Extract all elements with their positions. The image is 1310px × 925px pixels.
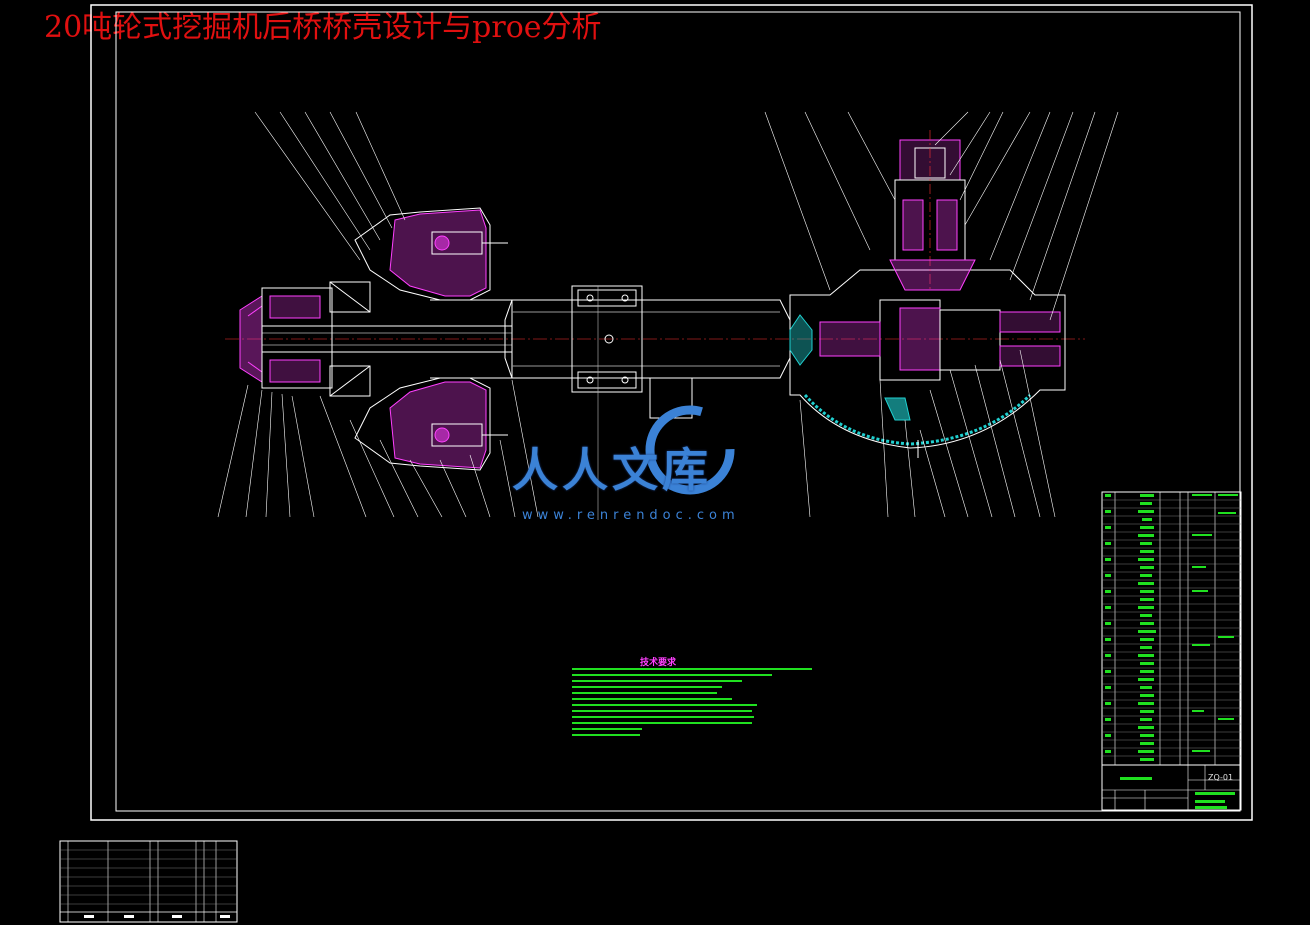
revision-table	[59, 840, 238, 923]
differential-assembly	[789, 130, 1066, 458]
wheel-hub-assembly	[239, 207, 513, 471]
axle-housing-tube	[504, 285, 791, 520]
parts-list-table	[1101, 491, 1242, 811]
watermark-brand: 人人文库	[512, 443, 712, 497]
watermark-url: www.renrendoc.com	[522, 508, 740, 523]
leader-lines	[217, 111, 1119, 518]
document-title: 20吨轮式挖掘机后桥桥壳设计与proe分析	[44, 10, 602, 45]
technical-requirements-heading: 技术要求	[640, 658, 677, 668]
watermark-logo	[645, 405, 735, 495]
outer-frame	[90, 4, 1253, 821]
inner-frame	[115, 11, 1241, 812]
drawing-code: ZQ-01	[1208, 773, 1234, 782]
